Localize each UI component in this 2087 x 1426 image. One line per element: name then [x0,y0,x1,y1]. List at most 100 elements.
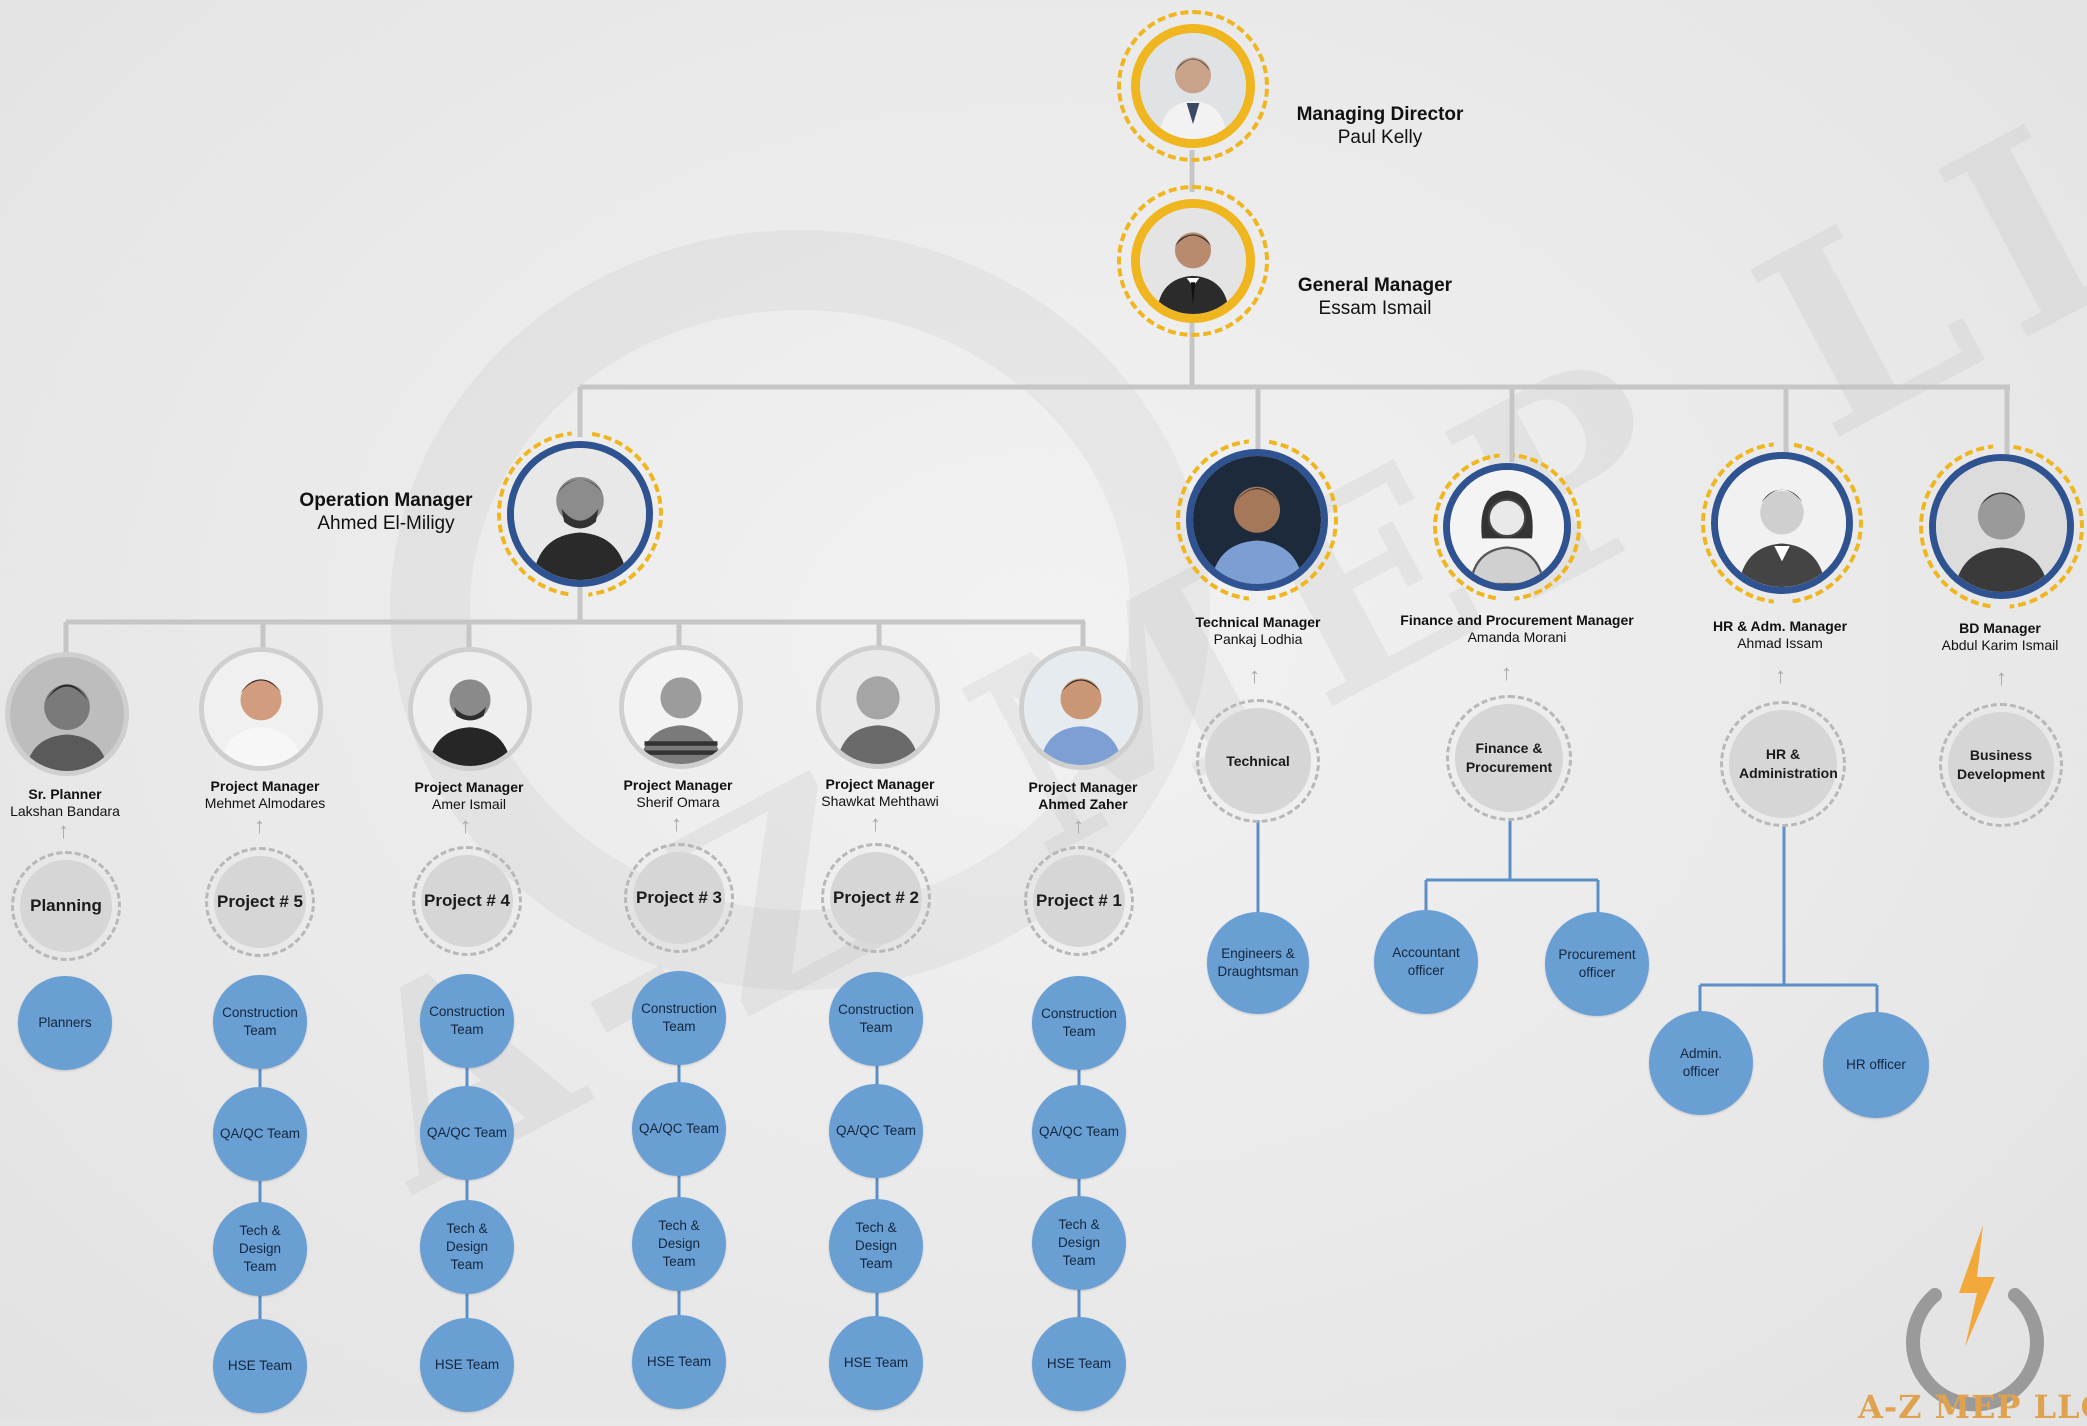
person-name: Lakshan Bandara [10,802,120,819]
up-arrow-icon: ↑ [870,811,881,836]
team-tech-design: Tech & Design Team [1032,1196,1126,1290]
general-manager-node [1117,185,1269,337]
team-procurement-officer: Procurement officer [1545,912,1649,1016]
bd-manager-node [1919,444,2084,609]
role-title: HR & Adm. Manager [1712,618,1848,634]
project-manager-label: Project Manager Ahmed Zaher [1003,779,1163,813]
avatar [1711,452,1853,594]
person-name: Ahmed Zaher [1038,795,1128,812]
department-label: Planning [30,896,102,915]
team-label: Tech & Design Team [445,1220,489,1273]
team-tech-design: Tech & Design Team [420,1200,514,1294]
team-construction: Construction Team [1032,976,1126,1070]
finance-manager-node [1433,453,1581,601]
team-hr-officer: HR officer [1823,1012,1929,1118]
team-label: Tech & Design Team [657,1217,701,1270]
up-arrow-icon: ↑ [254,813,265,838]
team-label: HSE Team [434,1356,500,1372]
role-title: BD Manager [1959,620,2041,636]
project-4-circle: Project # 4 [412,846,522,956]
project-label: Project # 4 [424,891,510,910]
technical-manager-node [1176,439,1338,601]
team-label: Tech & Design Team [854,1219,898,1272]
general-manager-label: General Manager Essam Ismail [1290,275,1460,321]
role-title: Project Manager [623,777,733,793]
team-label: HSE Team [1046,1355,1112,1371]
department-label: HR & Administration [1739,746,1838,781]
team-label: HSE Team [646,1353,712,1369]
person-name: Ahmad Issam [1737,634,1823,651]
person-name: Shawkat Mehthawi [821,792,939,809]
hr-manager-label: HR & Adm. Manager Ahmad Issam [1700,618,1860,652]
team-accountant-officer: Accountant officer [1374,910,1478,1014]
team-label: Procurement officer [1558,946,1636,980]
project-manager-label: Project Manager Sherif Omara [598,777,758,811]
project-label: Project # 3 [636,888,722,907]
department-finance: Finance & Procurement [1446,695,1572,821]
person-name: Sherif Omara [636,793,720,810]
technical-manager-label: Technical Manager Pankaj Lodhia [1178,614,1338,648]
role-title: Managing Director [1296,104,1464,125]
team-label: QA/QC Team [219,1125,301,1141]
department-label: Technical [1226,752,1290,769]
team-planners: Planners [18,976,112,1070]
up-arrow-icon: ↑ [58,818,69,843]
company-logo [1906,1225,2044,1412]
team-label: Admin. officer [1679,1045,1723,1079]
up-arrow-icon: ↑ [671,811,682,836]
team-label: QA/QC Team [638,1120,720,1136]
person-name: Abdul Karim Ismail [1941,636,2059,653]
sr-planner-avatar [5,652,129,776]
team-construction: Construction Team [829,972,923,1066]
project-2-circle: Project # 2 [821,843,931,953]
team-hse: HSE Team [632,1315,726,1409]
managing-director-node [1117,10,1269,162]
role-title: Operation Manager [299,490,473,511]
role-title: Project Manager [825,776,935,792]
team-engineers-draughtsman: Engineers & Draughtsman [1207,912,1309,1014]
team-qaqc: QA/QC Team [632,1082,726,1176]
person-name: Essam Ismail [1318,297,1432,319]
avatar [1186,449,1328,591]
team-label: Construction Team [1041,1005,1117,1039]
team-label: Planners [38,1014,92,1030]
project-manager-avatar [816,645,940,769]
team-qaqc: QA/QC Team [420,1086,514,1180]
project-manager-avatar [1019,646,1143,770]
bd-manager-label: BD Manager Abdul Karim Ismail [1930,620,2070,654]
department-technical: Technical [1196,699,1320,823]
department-business-development: Business Development [1939,703,2063,827]
team-label: HSE Team [843,1354,909,1370]
project-manager-label: Project Manager Amer Ismail [389,779,549,813]
up-arrow-icon: ↑ [1249,663,1260,688]
project-label: Project # 5 [217,892,303,911]
team-label: HR officer [1846,1056,1906,1072]
team-qaqc: QA/QC Team [213,1087,307,1181]
up-arrow-icon: ↑ [460,813,471,838]
team-hse: HSE Team [1032,1317,1126,1411]
dashed-ring [1117,185,1269,337]
up-arrow-icon: ↑ [1775,663,1786,688]
team-qaqc: QA/QC Team [829,1084,923,1178]
team-hse: HSE Team [829,1316,923,1410]
operation-manager-label: Operation Manager Ahmed El-Miligy [296,490,476,536]
person-name: Mehmet Almodares [204,794,326,811]
team-construction: Construction Team [632,971,726,1065]
team-hse: HSE Team [420,1318,514,1412]
person-name: Amer Ismail [432,795,506,812]
team-label: Construction Team [429,1003,505,1037]
avatar [1131,199,1255,323]
team-label: Accountant officer [1392,944,1460,978]
role-title: Sr. Planner [28,786,102,802]
role-title: Project Manager [210,778,320,794]
team-tech-design: Tech & Design Team [213,1202,307,1296]
team-construction: Construction Team [213,975,307,1069]
team-qaqc: QA/QC Team [1032,1085,1126,1179]
department-hr: HR & Administration [1720,701,1846,827]
person-name: Pankaj Lodhia [1213,630,1303,647]
team-label: Tech & Design Team [1057,1216,1101,1269]
project-manager-label: Project Manager Shawkat Mehthawi [795,776,965,810]
role-title: Project Manager [1028,779,1138,795]
project-manager-avatar [199,647,323,771]
